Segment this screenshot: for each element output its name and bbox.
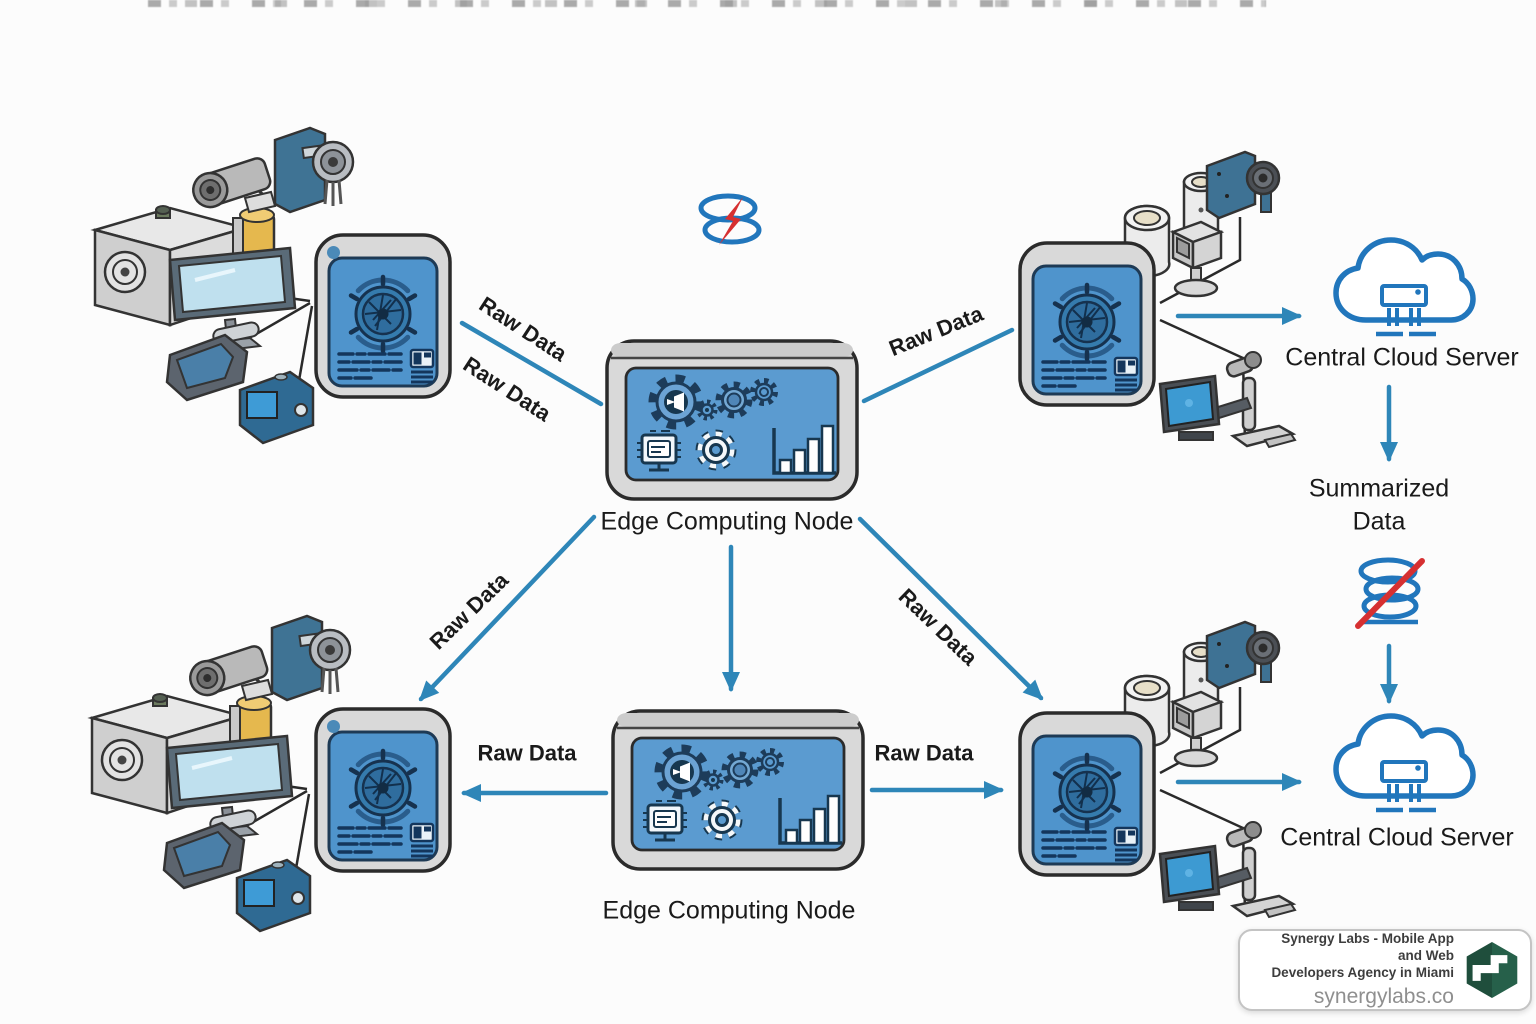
attribution-line2: Developers Agency in Miami — [1271, 964, 1454, 980]
edge-gateway-top-right — [1017, 240, 1157, 408]
central-cloud-server-label: Central Cloud Server — [1280, 823, 1514, 852]
summarized-data-label: Summarized Data — [1308, 474, 1450, 536]
cropped-title-strip — [148, 0, 1266, 7]
edge-computing-node-label: Edge Computing Node — [602, 896, 856, 925]
no-raw-storage-icon — [1348, 556, 1428, 631]
gateway-led-icon — [327, 246, 340, 259]
central-cloud-server-bottom — [1326, 698, 1476, 826]
gateway-led-icon — [327, 720, 340, 733]
no-local-storage-icon — [695, 193, 765, 251]
edge-computing-node-top — [604, 338, 860, 502]
raw-data-label: Raw Data — [477, 740, 577, 766]
attribution-url: synergylabs.co — [1313, 984, 1454, 1008]
edge-gateway-bottom-right — [1017, 710, 1157, 878]
attribution-card: Synergy Labs - Mobile App and Web Develo… — [1238, 929, 1532, 1011]
attribution-line1: Synergy Labs - Mobile App and Web — [1281, 931, 1454, 964]
synergy-labs-logo — [1464, 941, 1520, 999]
central-cloud-server-label: Central Cloud Server — [1285, 343, 1519, 372]
edge-computing-node-bottom — [610, 708, 866, 872]
central-cloud-server-top — [1326, 222, 1476, 350]
edge-computing-node-label: Edge Computing Node — [600, 507, 854, 536]
raw-data-label: Raw Data — [874, 740, 974, 766]
